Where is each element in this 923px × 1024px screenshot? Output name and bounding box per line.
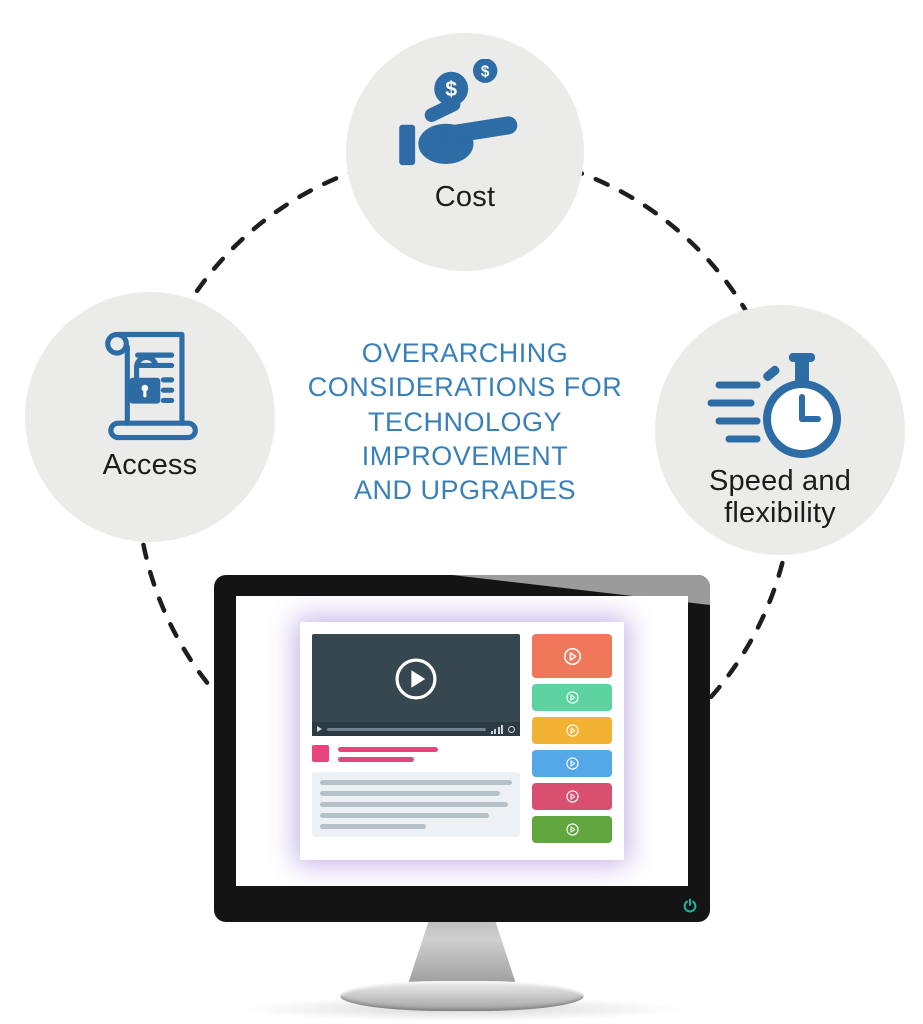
coins-in-hand-icon: $ $ — [399, 59, 518, 166]
play-icon — [565, 790, 579, 803]
playlist-item[interactable] — [532, 783, 612, 810]
dollar-symbol: $ — [445, 78, 457, 101]
tag-swatch — [312, 745, 329, 762]
power-icon[interactable] — [682, 897, 698, 913]
monitor-bezel — [214, 575, 710, 922]
node-cost: $ $ Cost — [346, 33, 584, 271]
video-player[interactable] — [312, 634, 520, 736]
node-access-label: Access — [102, 449, 198, 481]
node-speed-label: Speed and flexibility — [708, 465, 852, 530]
play-icon — [565, 757, 579, 770]
webpage — [300, 622, 624, 860]
playlist-item[interactable] — [532, 684, 612, 711]
playlist-item[interactable] — [532, 634, 612, 678]
page-main-column — [312, 634, 520, 848]
playlist-item[interactable] — [532, 750, 612, 777]
playlist-item[interactable] — [532, 816, 612, 843]
dollar-symbol: $ — [481, 64, 490, 81]
monitor-screen — [236, 596, 688, 886]
playlist-item[interactable] — [532, 717, 612, 744]
scroll-unlock-icon — [105, 331, 198, 441]
stopwatch-icon — [707, 353, 841, 458]
volume-bars-icon — [490, 724, 503, 734]
title-placeholder-lines — [338, 745, 438, 762]
node-speed: Speed and flexibility — [655, 305, 905, 555]
video-title-block — [312, 745, 520, 762]
play-icon — [565, 823, 579, 836]
node-access: Access — [25, 292, 275, 542]
play-icon — [563, 647, 581, 665]
monitor-stand-base — [340, 981, 584, 1011]
node-cost-label: Cost — [434, 181, 496, 213]
play-button-icon[interactable] — [392, 655, 440, 703]
play-icon — [565, 691, 579, 704]
settings-gear-icon[interactable] — [508, 725, 515, 733]
diagram-title: OVERARCHING CONSIDERATIONS FOR TECHNOLOG… — [307, 338, 623, 506]
description-panel — [312, 772, 520, 837]
progress-bar[interactable] — [327, 727, 486, 731]
small-play-icon[interactable] — [317, 726, 322, 732]
player-controls[interactable] — [312, 722, 520, 736]
monitor-stand-neck — [407, 920, 517, 987]
playlist-column — [532, 634, 612, 848]
play-icon — [565, 724, 579, 737]
